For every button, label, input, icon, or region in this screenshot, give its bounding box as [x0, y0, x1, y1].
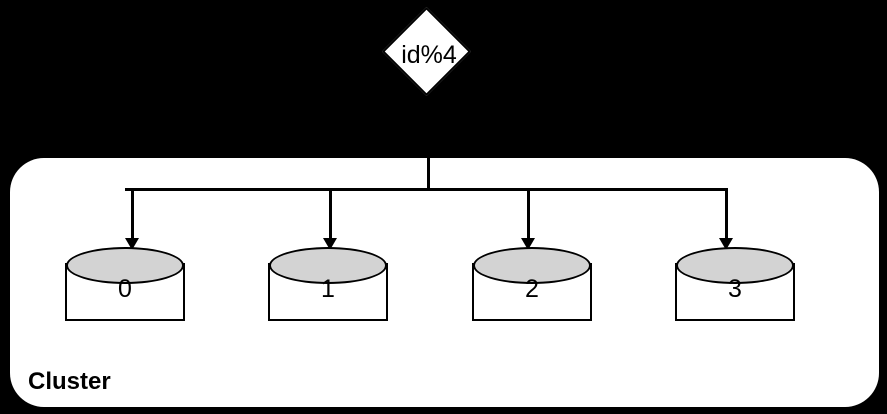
shard-2-cylinder: 2	[472, 247, 592, 321]
shard-label: 1	[321, 275, 335, 303]
shard-label: 0	[118, 275, 132, 303]
shard-1-cylinder: 1	[268, 247, 388, 321]
fanout-horizontal-line	[125, 188, 728, 191]
shard-label: 2	[525, 275, 539, 303]
arrow-stem-shard-1	[328, 188, 332, 240]
arrow-stem-shard-2	[526, 188, 530, 240]
modulo-decision-label: id%4	[401, 40, 457, 69]
decision-to-cluster-connector	[427, 100, 430, 191]
cluster-caption: Cluster	[28, 368, 111, 395]
arrow-stem-shard-3	[724, 188, 728, 240]
shard-label: 3	[728, 275, 742, 303]
shard-0-cylinder: 0	[65, 247, 185, 321]
database-cylinder-top	[269, 247, 387, 284]
database-cylinder-top	[676, 247, 794, 284]
database-cylinder-top	[473, 247, 591, 284]
database-cylinder-top	[66, 247, 184, 284]
arrow-stem-shard-0	[130, 188, 134, 240]
shard-3-cylinder: 3	[675, 247, 795, 321]
